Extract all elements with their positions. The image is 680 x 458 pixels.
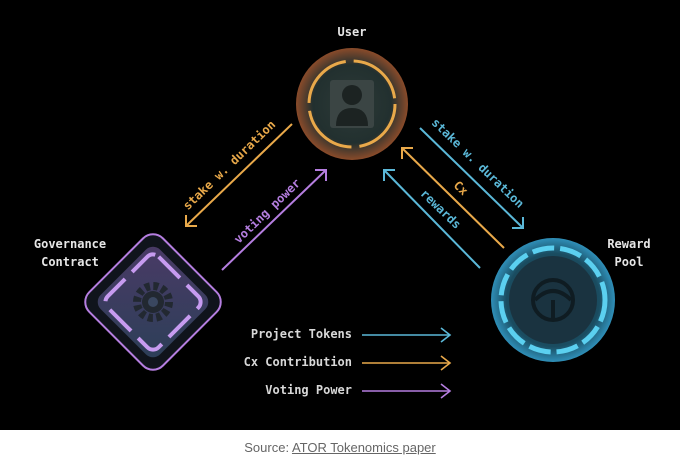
user-icon	[336, 85, 368, 126]
user-node	[296, 48, 408, 160]
edge-label-stake-reward: stake w. duration	[429, 115, 527, 210]
arrow-voting-power	[221, 169, 327, 271]
legend-arrow-voting-power	[362, 383, 452, 399]
arrow-cx	[401, 147, 505, 249]
node-label-reward-line2: Pool	[614, 255, 644, 269]
source-caption: Source: ATOR Tokenomics paper	[0, 440, 680, 455]
legend-arrow-project-tokens	[362, 327, 452, 343]
governance-node	[84, 233, 222, 371]
node-label-governance: Governance Contract	[18, 235, 122, 271]
legend-label-cx-contribution: Cx Contribution	[243, 355, 352, 369]
legend-arrow-cx-contribution	[362, 355, 452, 371]
edge-label-voting-power: voting power	[231, 176, 303, 246]
node-label-user: User	[337, 25, 367, 39]
arrow-stake-to-governance	[185, 123, 293, 227]
diagram: stake w. duration voting power stake w. …	[0, 0, 680, 430]
node-label-reward: Reward Pool	[592, 235, 666, 271]
source-link[interactable]: ATOR Tokenomics paper	[291, 440, 436, 455]
legend-label-voting-power: Voting Power	[265, 383, 352, 397]
caption-prefix: Source:	[244, 440, 292, 455]
edge-label-cx: Cx	[451, 178, 471, 198]
arrow-rewards	[383, 169, 481, 269]
node-label-reward-line1: Reward	[607, 237, 651, 251]
edge-label-stake-governance: stake w. duration	[180, 117, 278, 212]
node-label-governance-line1: Governance	[33, 237, 107, 251]
legend-label-project-tokens: Project Tokens	[250, 327, 352, 341]
diagram-canvas: stake w. duration voting power stake w. …	[84, 48, 615, 399]
steering-wheel-icon	[531, 278, 575, 322]
reward-node	[491, 238, 615, 362]
arrow-stake-to-reward	[419, 127, 524, 229]
node-label-governance-line2: Contract	[41, 255, 99, 269]
gear-icon	[133, 282, 173, 322]
